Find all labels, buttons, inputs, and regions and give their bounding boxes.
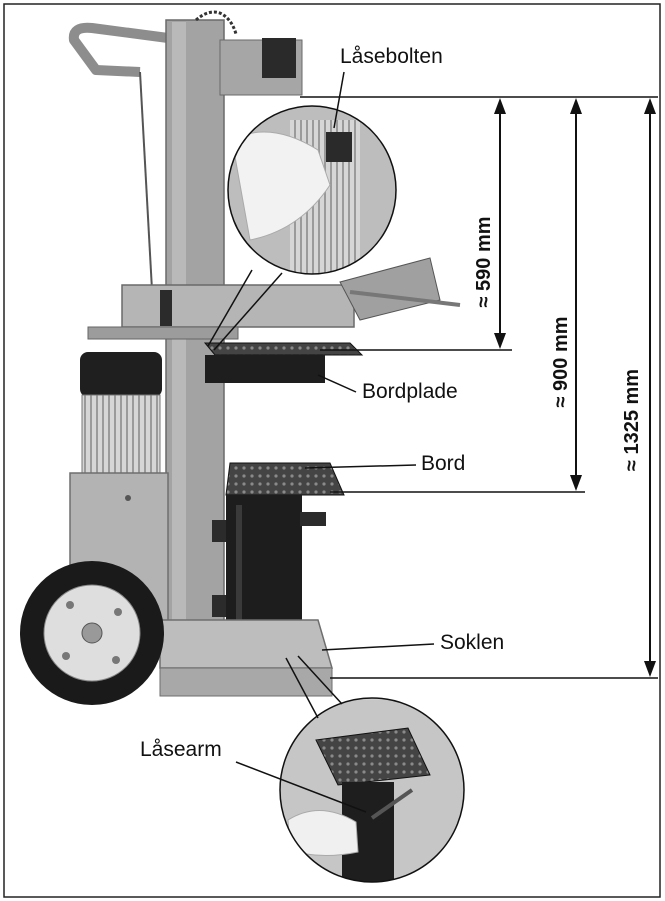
lower-table — [225, 462, 345, 496]
dimension-label-900: ≈ 900 mm — [550, 316, 572, 407]
detail-lock-arm — [279, 655, 465, 883]
dimension-label-1325: ≈ 1325 mm — [621, 369, 643, 471]
label-lock-bolt: Låsebolten — [340, 45, 443, 68]
handle-cable — [139, 71, 153, 291]
dimension-arrow-590 — [494, 98, 506, 349]
page-frame — [3, 3, 661, 898]
log-splitter-machine — [20, 10, 461, 705]
callout-lock-bolt: Låsebolten — [333, 45, 443, 129]
splitting-frame — [121, 284, 355, 328]
base-plate — [159, 619, 333, 669]
label-table: Bord — [421, 452, 465, 475]
label-base: Soklen — [440, 631, 504, 654]
detail-lock-bolt — [207, 105, 397, 351]
motor-cap — [80, 352, 162, 397]
dimension-label-590: ≈ 590 mm — [473, 216, 495, 307]
table-plate — [203, 342, 364, 356]
dimension-arrow-1325 — [644, 98, 656, 677]
dimension-arrow-900 — [570, 98, 582, 491]
callout-table: Bord — [304, 452, 465, 475]
chain — [195, 10, 238, 35]
splitting-wedge — [339, 257, 441, 321]
motor-body — [81, 394, 161, 476]
callout-lock-arm: Låsearm — [140, 738, 367, 813]
label-lock-arm: Låsearm — [140, 738, 222, 761]
callout-table-plate: Bordplade — [317, 374, 458, 403]
callout-base: Soklen — [321, 631, 504, 654]
label-table-plate: Bordplade — [362, 380, 458, 403]
dimension-lines — [300, 96, 658, 679]
push-handle — [68, 22, 169, 77]
lock-bolt-block — [262, 38, 296, 78]
